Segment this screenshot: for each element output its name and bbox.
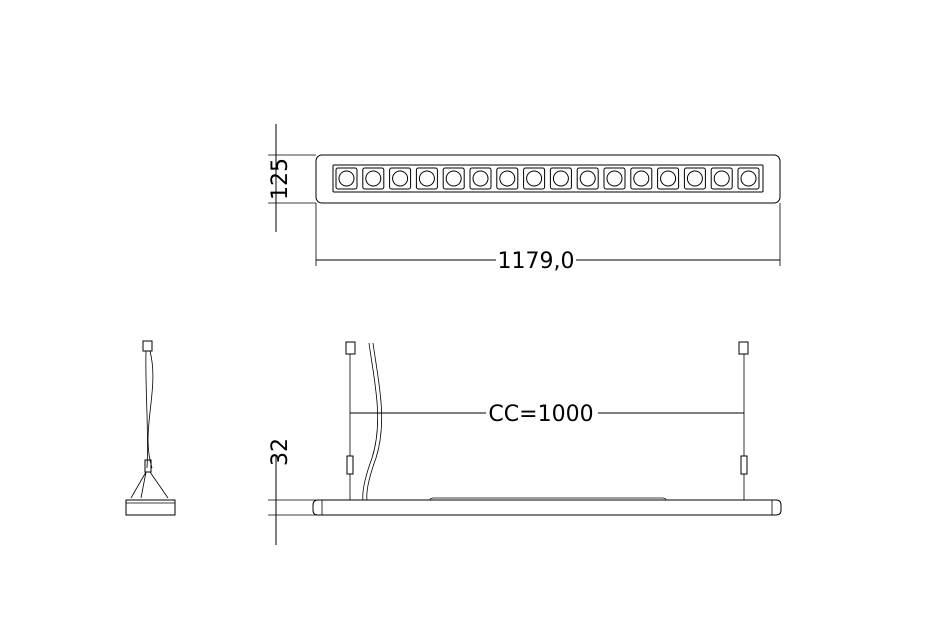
led-lens-housing <box>523 167 546 190</box>
led-lens-housing <box>710 167 733 190</box>
led-lens <box>686 170 703 187</box>
led-lens-housing <box>362 167 385 190</box>
led-lens <box>606 170 623 187</box>
led-lens-housing <box>442 167 465 190</box>
profile-height-dimension-label: 32 <box>268 438 293 466</box>
cc-dimension-label: CC=1000 <box>488 402 593 427</box>
top-view: 125 1179,0 <box>268 124 781 274</box>
led-lens-housing <box>335 167 358 190</box>
led-lens <box>713 170 730 187</box>
led-lens-housing <box>469 167 492 190</box>
led-lens <box>365 170 382 187</box>
side-view <box>125 340 176 516</box>
left-gripper <box>346 455 354 475</box>
side-view-cable-2 <box>147 350 154 469</box>
led-lens <box>526 170 543 187</box>
led-lens <box>499 170 516 187</box>
led-lens <box>418 170 435 187</box>
front-view: CC=1000 32 <box>268 341 782 545</box>
led-lens-housing <box>415 167 438 190</box>
side-view-ceiling-cap <box>142 340 153 352</box>
led-lens <box>660 170 677 187</box>
width-dimension-label: 1179,0 <box>498 249 575 274</box>
diffuser-top <box>429 497 667 501</box>
led-lens-housing <box>496 167 519 190</box>
height-dimension-label: 125 <box>268 158 293 200</box>
left-ceiling-cap <box>345 341 356 355</box>
right-ceiling-cap <box>738 341 749 355</box>
luminaire-top-outline <box>315 154 781 204</box>
led-lens <box>552 170 569 187</box>
led-lens-housing <box>657 167 680 190</box>
led-lens-housing <box>389 167 412 190</box>
side-view-suspension <box>130 471 169 499</box>
led-lens-housing <box>549 167 572 190</box>
led-row <box>335 167 760 190</box>
power-cable-1 <box>362 342 379 501</box>
led-lens <box>633 170 650 187</box>
power-cable-2 <box>366 342 383 501</box>
led-lens-housing <box>683 167 706 190</box>
led-lens-housing <box>603 167 626 190</box>
led-lens <box>338 170 355 187</box>
led-lens <box>740 170 757 187</box>
side-view-profile <box>125 499 176 516</box>
led-lens <box>579 170 596 187</box>
side-view-cable-1 <box>145 350 148 469</box>
led-lens-housing <box>576 167 599 190</box>
led-lens-housing <box>737 167 760 190</box>
led-strip <box>332 164 764 193</box>
right-gripper <box>740 455 748 475</box>
led-lens <box>392 170 409 187</box>
side-view-gripper <box>144 459 152 473</box>
led-lens <box>472 170 489 187</box>
luminaire-front-profile <box>312 499 782 516</box>
led-lens <box>445 170 462 187</box>
led-lens-housing <box>630 167 653 190</box>
